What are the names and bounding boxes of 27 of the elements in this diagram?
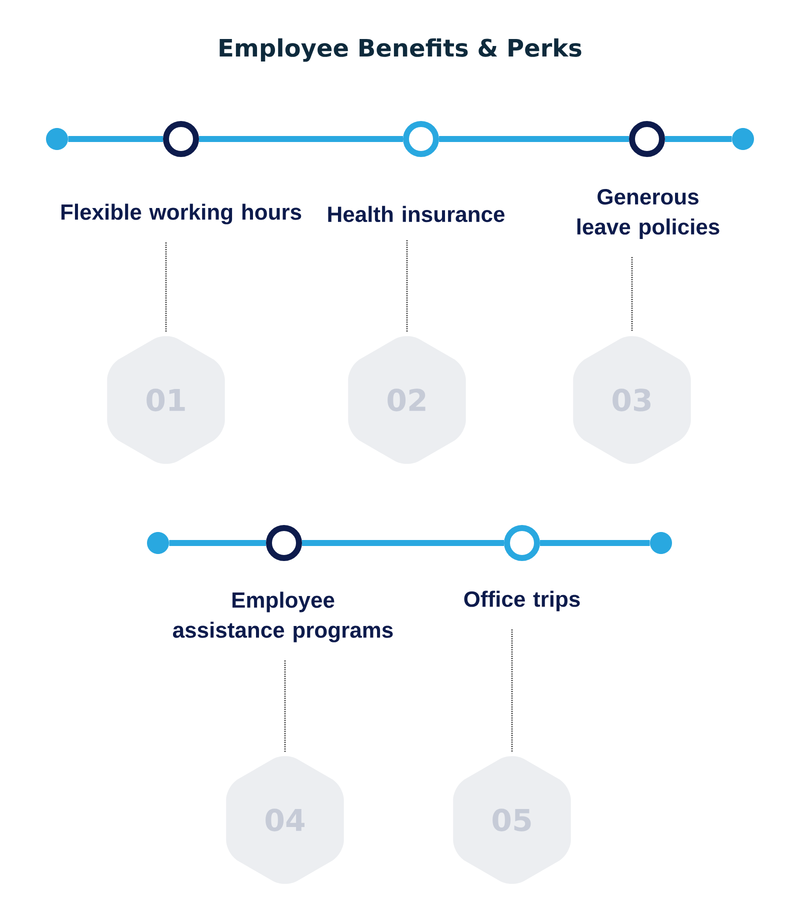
timeline-ring [504,525,540,561]
timeline-segment [199,136,403,142]
benefit-label: Generous leave policies [577,189,720,239]
timeline-segment [169,540,266,546]
timeline-segment [665,136,732,142]
timeline-segment [302,540,504,546]
dotted-connector [511,629,513,752]
timeline-ring [629,121,665,157]
timeline-ring [403,121,439,157]
benefit-label: Flexible working hours [61,204,302,224]
timeline-segment [439,136,629,142]
title: Employee Benefits & Perks [220,38,582,62]
timeline-ring [163,121,199,157]
dotted-connector [165,242,167,332]
timeline-segment [68,136,163,142]
benefit-label: Employee assistance programs [172,592,393,642]
dotted-connector [631,257,633,332]
dotted-connector [284,660,286,752]
timeline-dot [650,532,672,554]
timeline-ring [266,525,302,561]
timeline-segment [540,540,650,546]
timeline-dot [147,532,169,554]
timeline-dot [732,128,754,150]
benefit-label: Office trips [464,590,580,612]
benefit-label: Health insurance [328,206,504,222]
dotted-connector [406,240,408,332]
timeline-dot [46,128,68,150]
